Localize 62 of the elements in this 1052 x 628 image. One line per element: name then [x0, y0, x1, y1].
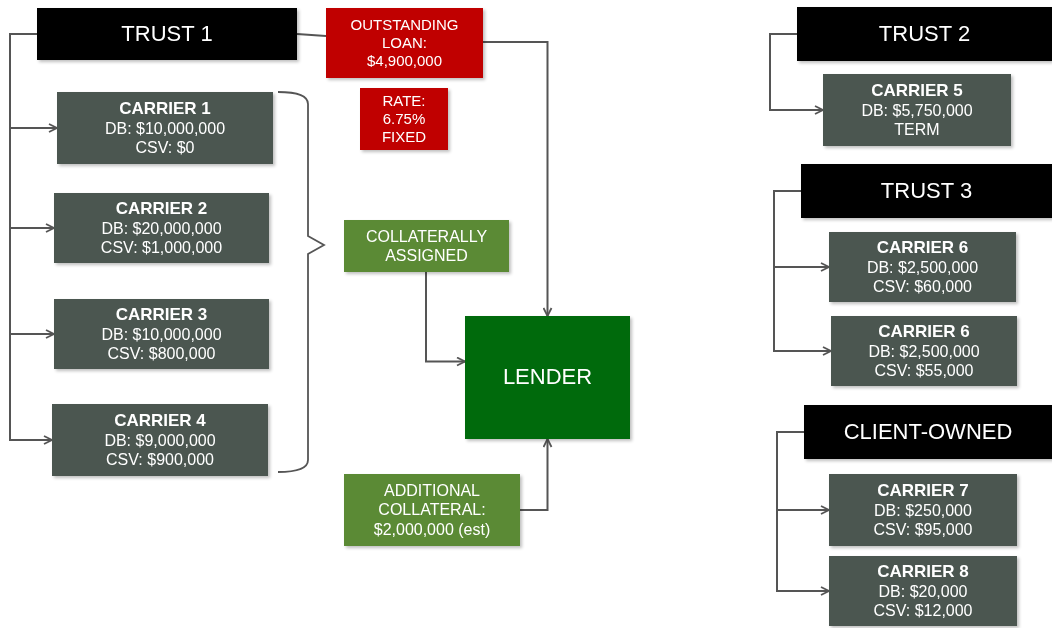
arrow: [425, 271, 466, 367]
box-heading: CARRIER 4: [114, 410, 206, 431]
box-text: CSV: $800,000: [107, 344, 216, 364]
collateral-box: [344, 474, 520, 546]
policy-box: [54, 299, 269, 369]
box-heading: CARRIER 8: [877, 561, 969, 582]
box-text: CSV: $1,000,000: [100, 238, 223, 258]
box-heading: CARRIER 3: [115, 304, 208, 325]
policy-box: [829, 556, 1017, 626]
loan-box: [360, 88, 448, 150]
box-text: LENDER: [502, 364, 593, 391]
policy-box: [823, 74, 1011, 146]
box-text: TERM: [894, 120, 940, 140]
box-heading: CARRIER 1: [119, 98, 211, 119]
owner-box: [804, 405, 1052, 459]
box-text: DB: $20,000: [878, 582, 968, 602]
policy-box: [831, 316, 1017, 386]
box-text: COLLATERALLY ASSIGNED: [364, 226, 489, 266]
box-heading: CARRIER 6: [876, 237, 969, 258]
box-heading: CARRIER 5: [871, 80, 963, 101]
box-text: DB: $5,750,000: [861, 101, 973, 121]
box-text: TRUST 3: [880, 177, 973, 205]
policy-box: [829, 232, 1016, 302]
box-text: DB: $10,000,000: [104, 119, 226, 139]
box-text: CSV: $55,000: [874, 361, 974, 381]
box-heading: CARRIER 7: [877, 480, 969, 501]
policy-box: [829, 474, 1017, 546]
connector-line: [296, 33, 327, 37]
arrow: [769, 33, 824, 115]
policy-box: [57, 92, 273, 164]
box-text: DB: $2,500,000: [868, 342, 980, 362]
box-text: DB: $250,000: [874, 501, 972, 521]
box-text: RATE: 6.75% FIXED: [380, 92, 428, 146]
arrow: [9, 33, 53, 445]
box-text: CSV: $60,000: [873, 277, 972, 297]
box-text: DB: $20,000,000: [101, 219, 222, 239]
box-text: CLIENT-OWNED: [843, 418, 1013, 446]
box-text: TRUST 2: [878, 20, 971, 48]
policy-box: [54, 193, 269, 263]
arrow: [482, 41, 553, 317]
box-text: DB: $9,000,000: [104, 431, 216, 451]
owner-box: [801, 164, 1052, 218]
box-heading: CARRIER 2: [115, 198, 208, 219]
arrow: [773, 190, 832, 356]
lender-box: [465, 316, 630, 439]
arrow: [519, 438, 553, 511]
box-heading: CARRIER 6: [878, 321, 970, 342]
box-text: TRUST 1: [121, 20, 213, 48]
box-text: DB: $10,000,000: [101, 325, 222, 345]
box-text: CSV: $12,000: [873, 601, 973, 621]
box-text: ADDITIONAL COLLATERAL: $2,000,000 (est): [372, 481, 492, 539]
collateral-box: [344, 220, 509, 272]
box-text: CSV: $900,000: [106, 450, 214, 470]
owner-box: [37, 8, 297, 60]
box-text: DB: $2,500,000: [866, 258, 979, 278]
box-text: OUTSTANDING LOAN: $4,900,000: [349, 16, 460, 70]
owner-box: [797, 7, 1052, 61]
policy-box: [52, 404, 268, 476]
box-text: CSV: $95,000: [873, 520, 973, 540]
arrow: [776, 431, 830, 596]
loan-box: [326, 8, 483, 78]
box-text: CSV: $0: [135, 138, 195, 158]
